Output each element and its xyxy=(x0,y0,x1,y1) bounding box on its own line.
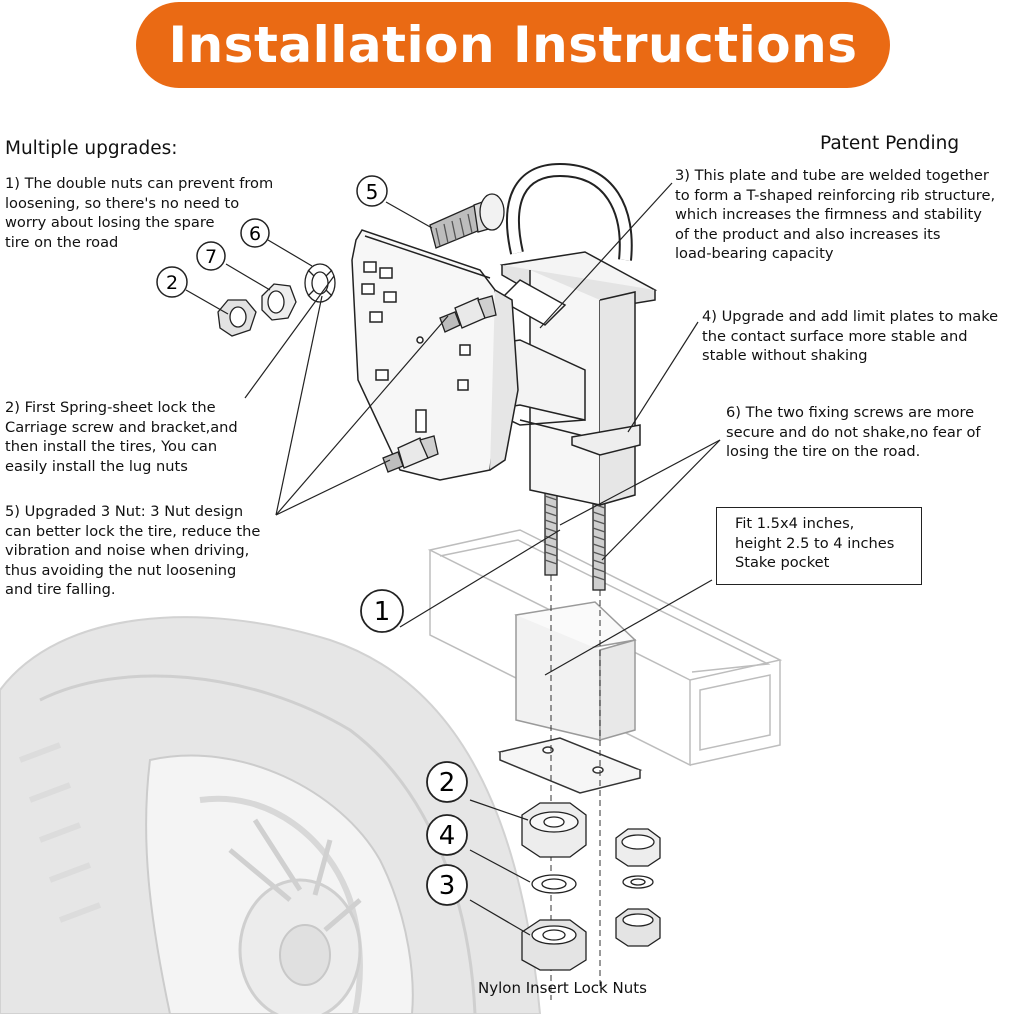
note-2-line: then install the tires, You can xyxy=(5,438,218,456)
leader-lines xyxy=(185,182,721,936)
left-heading: Multiple upgrades: xyxy=(5,138,178,159)
lock-nuts-label: Nylon Insert Lock Nuts xyxy=(478,979,647,997)
bottom-plate xyxy=(497,737,643,794)
callout-2-top: 2 xyxy=(156,266,188,298)
right-heading: Patent Pending xyxy=(820,133,960,154)
callout-4: 4 xyxy=(426,814,468,856)
note-5-line: 5) Upgraded 3 Nut: 3 Nut design xyxy=(5,503,244,520)
note-4-line: 4) Upgrade and add limit plates to make xyxy=(702,308,999,325)
fit-spec-line: height 2.5 to 4 inches xyxy=(735,534,895,552)
callout-7-label: 7 xyxy=(205,246,217,268)
bracket-plate xyxy=(351,229,519,481)
carriage-screw xyxy=(429,193,505,249)
note-4-line: the contact surface more stable and xyxy=(702,327,968,345)
page-title: Installation Instructions xyxy=(168,16,858,74)
note-2-line: Carriage screw and bracket,and xyxy=(5,418,238,436)
fit-spec-line: Fit 1.5x4 inches, xyxy=(735,515,855,532)
note-6-line: secure and do not shake,no fear of xyxy=(726,423,981,441)
note-5-line: and tire falling. xyxy=(5,581,116,599)
note-4: 4) Upgrade and add limit plates to make … xyxy=(702,307,998,366)
callout-2-bottom-label: 2 xyxy=(439,768,456,798)
callout-6-label: 6 xyxy=(249,223,261,245)
note-4-line: stable without shaking xyxy=(702,347,868,365)
callout-5-label: 5 xyxy=(366,180,379,204)
note-6: 6) The two fixing screws are more secure… xyxy=(726,403,981,462)
note-3: 3) This plate and tube are welded togeth… xyxy=(675,166,995,264)
note-2-line: easily install the lug nuts xyxy=(5,457,188,475)
callout-1: 1 xyxy=(360,589,404,633)
callout-2-bottom: 2 xyxy=(426,761,468,803)
top-left-hardware xyxy=(217,263,336,337)
note-1-line: worry about losing the spare xyxy=(5,214,215,232)
callout-6: 6 xyxy=(240,218,270,248)
note-3-line: to form a T-shaped reinforcing rib struc… xyxy=(675,186,996,204)
callout-7: 7 xyxy=(196,241,226,271)
note-2-line: 2) First Spring-sheet lock the xyxy=(5,399,216,416)
note-3-line: of the product and also increases its xyxy=(675,225,941,243)
note-3-line: load-bearing capacity xyxy=(675,245,834,263)
callout-5: 5 xyxy=(356,175,388,207)
note-1-line: tire on the road xyxy=(5,233,119,251)
tire-illustration xyxy=(0,616,542,1014)
title-banner: Installation Instructions xyxy=(136,2,890,88)
callout-1-label: 1 xyxy=(374,597,391,627)
note-5-line: can better lock the tire, reduce the xyxy=(5,522,261,540)
bottom-nut-stack xyxy=(521,802,661,971)
note-5-line: vibration and noise when driving, xyxy=(5,542,250,560)
pocket-insert xyxy=(514,601,637,741)
callout-2-top-label: 2 xyxy=(166,272,178,294)
bracket-bolts xyxy=(382,295,497,473)
note-3-line: which increases the firmness and stabili… xyxy=(675,206,982,224)
note-5-line: thus avoiding the nut loosening xyxy=(5,561,237,579)
note-1-line: 1) The double nuts can prevent from xyxy=(5,175,274,192)
callout-3-label: 3 xyxy=(439,871,456,901)
note-1-line: loosening, so there's no need to xyxy=(5,194,240,212)
fit-spec-line: Stake pocket xyxy=(735,554,830,572)
note-3-line: 3) This plate and tube are welded togeth… xyxy=(675,167,989,184)
note-5: 5) Upgraded 3 Nut: 3 Nut design can bett… xyxy=(5,502,260,600)
note-2: 2) First Spring-sheet lock the Carriage … xyxy=(5,398,238,476)
callout-markers: 5 6 7 2 1 2 4 3 xyxy=(156,175,468,906)
fit-spec-box: Fit 1.5x4 inches, height 2.5 to 4 inches… xyxy=(716,507,922,585)
callout-4-label: 4 xyxy=(439,821,456,851)
note-1: 1) The double nuts can prevent from loos… xyxy=(5,174,273,252)
note-6-line: losing the tire on the road. xyxy=(726,443,921,461)
callout-3: 3 xyxy=(426,864,468,906)
note-6-line: 6) The two fixing screws are more xyxy=(726,404,975,421)
